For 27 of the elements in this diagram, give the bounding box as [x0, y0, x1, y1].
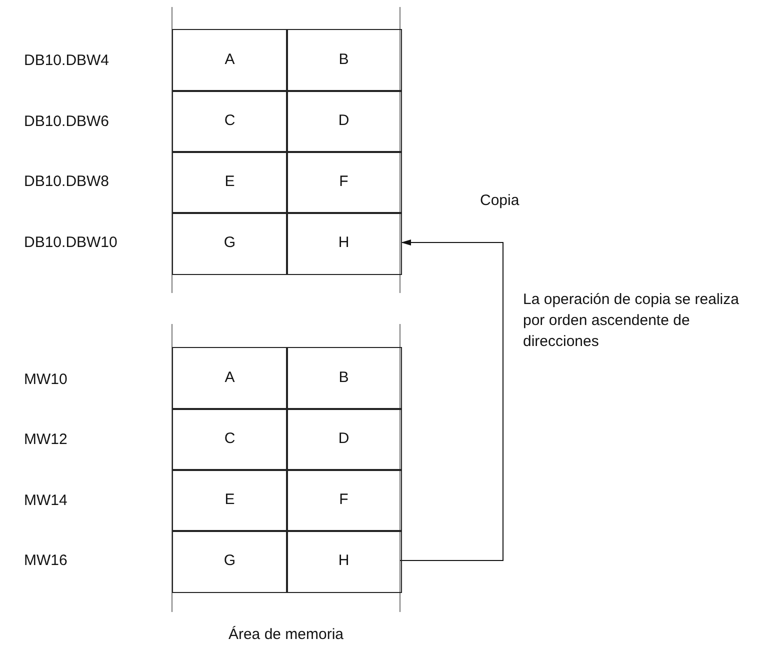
address-label: DB10.DBW6	[24, 112, 110, 132]
memory-cell: F	[286, 469, 402, 532]
memory-cell: E	[172, 151, 288, 214]
address-label: DB10.DBW10	[24, 233, 118, 253]
address-label: DB10.DBW4	[24, 51, 110, 71]
address-label: MW12	[24, 430, 68, 450]
note-text: La operación de copia se realiza por orden ascendente de direcciones	[523, 290, 740, 352]
memory-cell: G	[172, 212, 288, 274]
memory-cell: H	[286, 530, 402, 592]
memory-cell: D	[286, 408, 402, 470]
memory-cell: H	[286, 212, 402, 274]
memory-cell: C	[172, 90, 288, 152]
caption-text: Área de memoria	[227, 625, 345, 645]
memory-cell: D	[286, 90, 402, 152]
memory-cell: B	[286, 29, 402, 92]
address-label: DB10.DBW8	[24, 172, 110, 192]
memory-cell: A	[172, 29, 288, 92]
address-label: MW10	[24, 370, 68, 390]
address-label: MW16	[24, 551, 68, 571]
memory-cell: F	[286, 151, 402, 214]
arrow	[400, 240, 504, 561]
memory-cell: G	[172, 530, 288, 592]
memory-cell: A	[172, 347, 288, 410]
memory-cell: C	[172, 408, 288, 470]
memory-cell: E	[172, 469, 288, 532]
memory-cell: B	[286, 347, 402, 410]
address-label: MW14	[24, 491, 68, 511]
